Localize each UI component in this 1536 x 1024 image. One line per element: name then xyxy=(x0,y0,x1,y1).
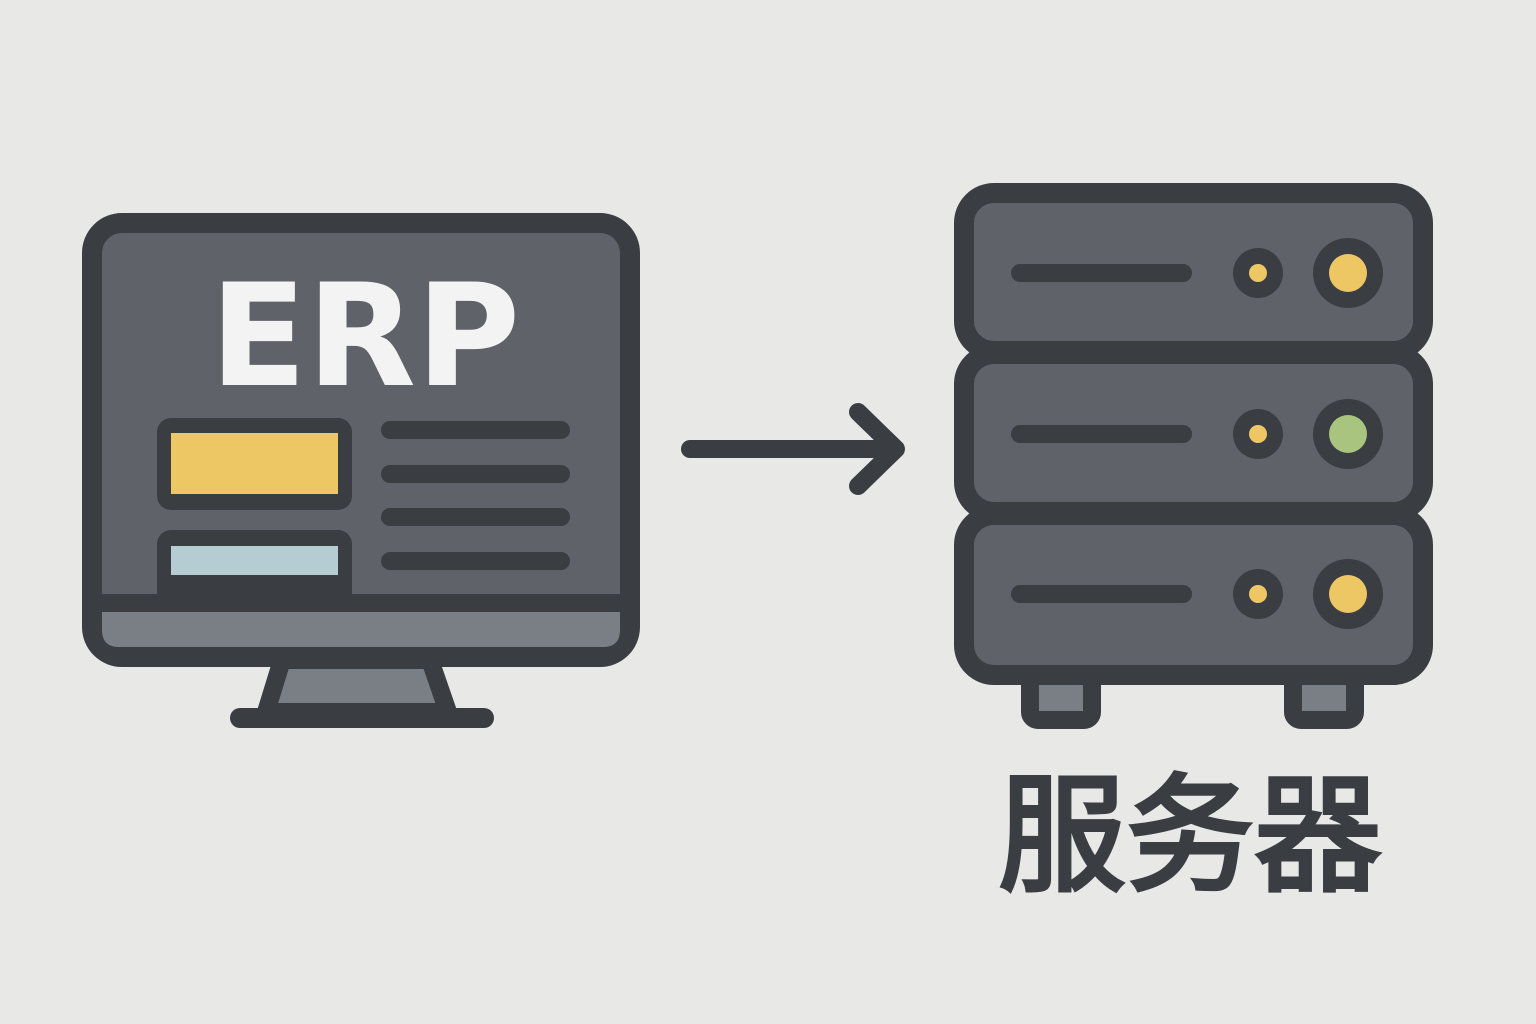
blue-card xyxy=(171,546,338,575)
monitor-stand xyxy=(257,651,457,721)
server-unit-2 xyxy=(954,344,1433,522)
erp-title: ERP xyxy=(210,254,520,419)
monitor-chin xyxy=(102,612,620,647)
server-label: 服务器 xyxy=(998,762,1383,911)
server-icon xyxy=(954,183,1433,729)
yellow-card xyxy=(171,433,338,494)
server-unit-1 xyxy=(954,183,1433,361)
server-unit-3 xyxy=(954,505,1433,685)
arrow-right-icon xyxy=(681,403,905,495)
monitor-icon: ERP xyxy=(82,213,640,728)
